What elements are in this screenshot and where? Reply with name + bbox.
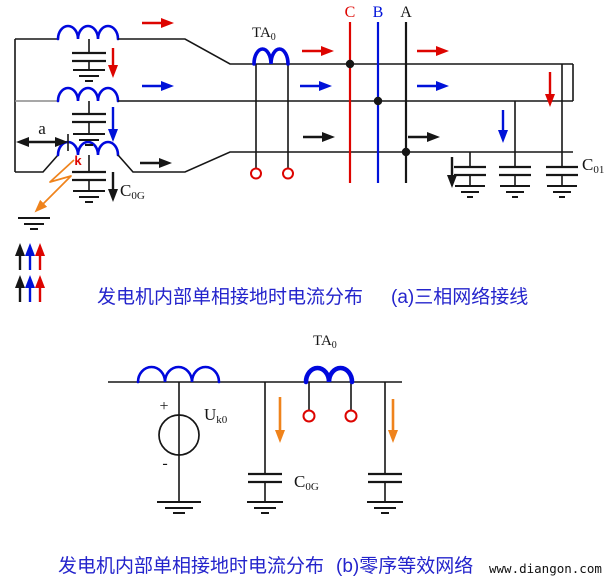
network-capacitor-b: [499, 165, 531, 198]
caption-bottom-tag: (b)零序等效网络: [336, 555, 473, 577]
fault-current-arrows: [15, 243, 45, 302]
ct-coil: [303, 365, 355, 385]
ct-terminal-icon: [302, 409, 316, 423]
ground-icon: [73, 69, 105, 82]
ground-icon: [18, 217, 50, 230]
equivalent-winding-coil: [136, 365, 221, 384]
zero-sequence-ct: TA0: [250, 25, 294, 180]
ct-terminal-icon: [282, 167, 294, 180]
capB-plates: [499, 165, 531, 177]
cap-plates: [248, 472, 282, 484]
ground-icon: [455, 185, 485, 198]
net-capacitance-label: C01: [582, 155, 604, 176]
zero-sequence-equivalent-diagram: + - Uk0 C0G TA0: [108, 333, 403, 514]
ground-icon: [547, 185, 577, 198]
winding-capacitor-2: [72, 101, 106, 146]
junction-dot: [345, 59, 355, 69]
phase-feeder-lines: C B A: [345, 4, 412, 183]
network-capacitors: C01: [454, 155, 604, 198]
capC-plates: [546, 165, 578, 177]
winding-coil-2: [56, 86, 120, 103]
gen-capacitance-label: C0G: [294, 472, 319, 493]
phase-bus-wires: [117, 38, 574, 173]
current-arrows-bottom: [275, 397, 398, 443]
ground-icon: [247, 501, 283, 514]
ground-icon: [73, 190, 105, 203]
equivalent-capacitor-right: [367, 382, 403, 514]
neutral-bus-wires: [14, 38, 59, 173]
voltage-source: + - Uk0: [157, 382, 228, 514]
bus-line-3: [117, 151, 573, 173]
cap-plates: [368, 472, 402, 484]
gen-capacitance-label: C0G: [120, 181, 145, 202]
winding3-neutral-wire: [15, 154, 59, 173]
caption-bottom-text: 发电机内部单相接地时电流分布: [58, 555, 324, 577]
source-voltage-label: Uk0: [204, 405, 228, 426]
network-capacitor-a: [454, 165, 486, 198]
source-minus-sign: -: [162, 455, 167, 472]
junction-dot: [373, 96, 383, 106]
equivalent-capacitor-left: C0G: [247, 382, 319, 514]
capA-plates: [454, 165, 486, 177]
winding-capacitor-1: [72, 39, 106, 82]
cap3-plates: [72, 170, 106, 182]
winding-capacitors: C0G: [72, 39, 145, 203]
voltage-source-icon: [158, 414, 200, 456]
tap-distance-label: a: [38, 119, 46, 138]
caption-top-text: 发电机内部单相接地时电流分布: [97, 286, 363, 308]
ground-icon: [157, 501, 201, 514]
fault-lightning-arrow: [34, 159, 75, 213]
phase-label-a: A: [400, 4, 412, 21]
winding-capacitor-3: [72, 155, 106, 203]
tap-distance-dimension: a: [16, 119, 69, 151]
ground-icon: [73, 133, 105, 146]
captions: 发电机内部单相接地时电流分布 (a)三相网络接线 发电机内部单相接地时电流分布 …: [58, 286, 602, 577]
source-plus-sign: +: [159, 398, 168, 415]
ct-coil: [252, 47, 290, 66]
caption-top-tag: (a)三相网络接线: [391, 286, 528, 308]
cap2-plates: [72, 112, 106, 124]
ground-icon: [500, 185, 530, 198]
current-arrows-top: [108, 18, 555, 202]
fault-label: k: [74, 153, 82, 168]
generator-windings: [56, 24, 120, 157]
bus-line-1: [118, 38, 573, 65]
three-phase-network-diagram: C0G C01: [14, 4, 604, 302]
ct-secondary-leads: [308, 382, 352, 410]
winding-coil-3: [56, 140, 120, 157]
zero-sequence-ct-equivalent: TA0: [302, 333, 358, 423]
ct-terminal-icon: [250, 167, 262, 180]
ground-icon: [367, 501, 403, 514]
cap1-plates: [72, 51, 106, 63]
phase-label-c: C: [345, 4, 356, 21]
winding-coil-1: [56, 24, 120, 41]
network-capacitor-c: [546, 165, 578, 198]
phase-label-b: B: [373, 4, 384, 21]
junction-dot: [401, 147, 411, 157]
ct-secondary-leads: [255, 64, 289, 168]
ct-label: TA0: [252, 25, 276, 43]
fault-point: k: [15, 153, 82, 302]
watermark: www.diangon.com: [489, 561, 602, 576]
ct-terminal-icon: [344, 409, 358, 423]
ct-label: TA0: [313, 333, 337, 351]
